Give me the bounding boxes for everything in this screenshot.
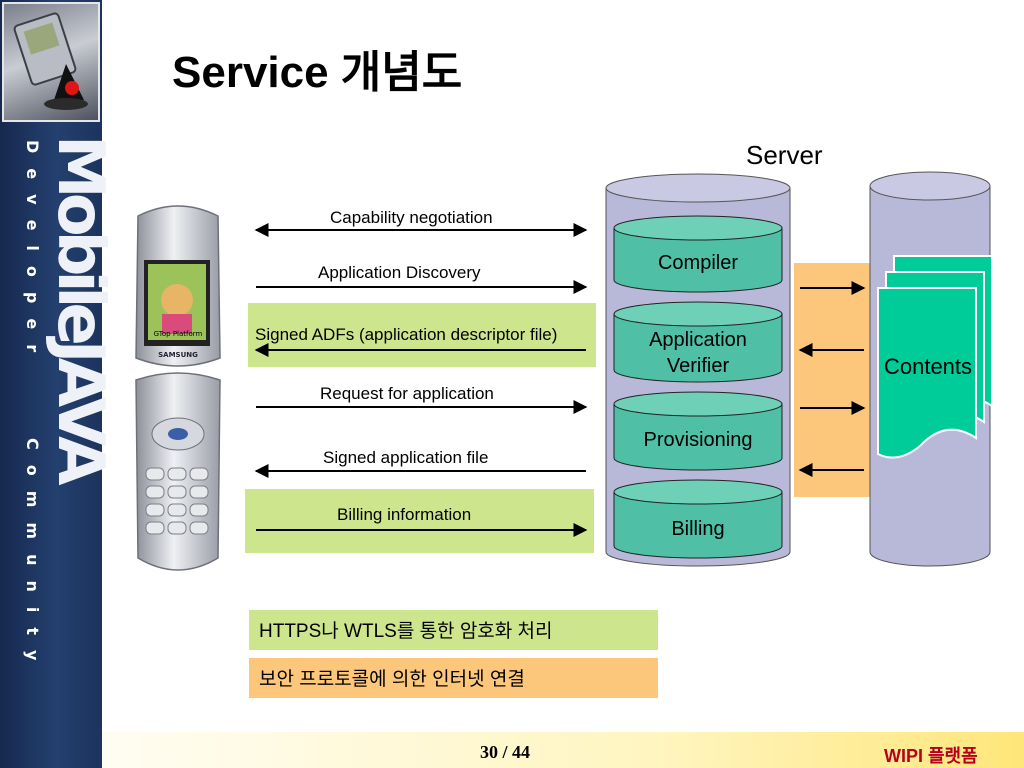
phone-brand: SAMSUNG — [158, 351, 198, 359]
label-signed-adfs: Signed ADFs (application descriptor file… — [255, 325, 558, 344]
sidebar-tag-developer: Developer — [23, 140, 42, 368]
sidebar-tag-community: Community — [23, 438, 42, 676]
flip-phone-illustration: GTop Platform SAMSUNG — [122, 202, 234, 574]
module-compiler: Compiler — [657, 252, 739, 274]
module-provisioning: Provisioning — [643, 429, 753, 451]
module-billing: Billing — [671, 518, 725, 540]
phone-screen-text: GTop Platform — [154, 330, 203, 338]
footer-bar — [102, 732, 1024, 768]
label-request-for-application: Request for application — [320, 384, 494, 403]
slide-title: Service 개념도 — [172, 48, 463, 97]
billing-band — [245, 489, 594, 553]
server-connection-band — [794, 263, 872, 497]
sidebar-brand-text: MobileJAVA — [43, 135, 117, 480]
sidebar-banner: MobileJAVA Developer Community — [0, 0, 117, 768]
label-capability-negotiation: Capability negotiation — [330, 208, 493, 227]
server-contents-arrows — [798, 281, 866, 477]
server-label: Server — [746, 140, 823, 170]
duke-phone-logo — [2, 2, 100, 122]
contents-cylinder — [869, 171, 993, 567]
label-application-discovery: Application Discovery — [318, 263, 481, 282]
signed-adf-band — [248, 303, 596, 367]
note-encryption: HTTPS나 WTLS를 통한 암호화 처리 — [249, 610, 658, 650]
contents-label: Contents — [883, 354, 973, 379]
server-cylinder — [605, 173, 791, 567]
label-billing-information: Billing information — [337, 505, 472, 524]
phone-server-arrows — [254, 223, 588, 537]
page-number: 30 / 44 — [480, 742, 531, 762]
note-secure-connection: 보안 프로토콜에 의한 인터넷 연결 — [249, 658, 658, 698]
module-application-verifier: Application Verifier — [649, 329, 747, 377]
label-signed-application-file: Signed application file — [323, 448, 489, 467]
footer-brand: WIPI 플랫폼 — [884, 746, 978, 766]
